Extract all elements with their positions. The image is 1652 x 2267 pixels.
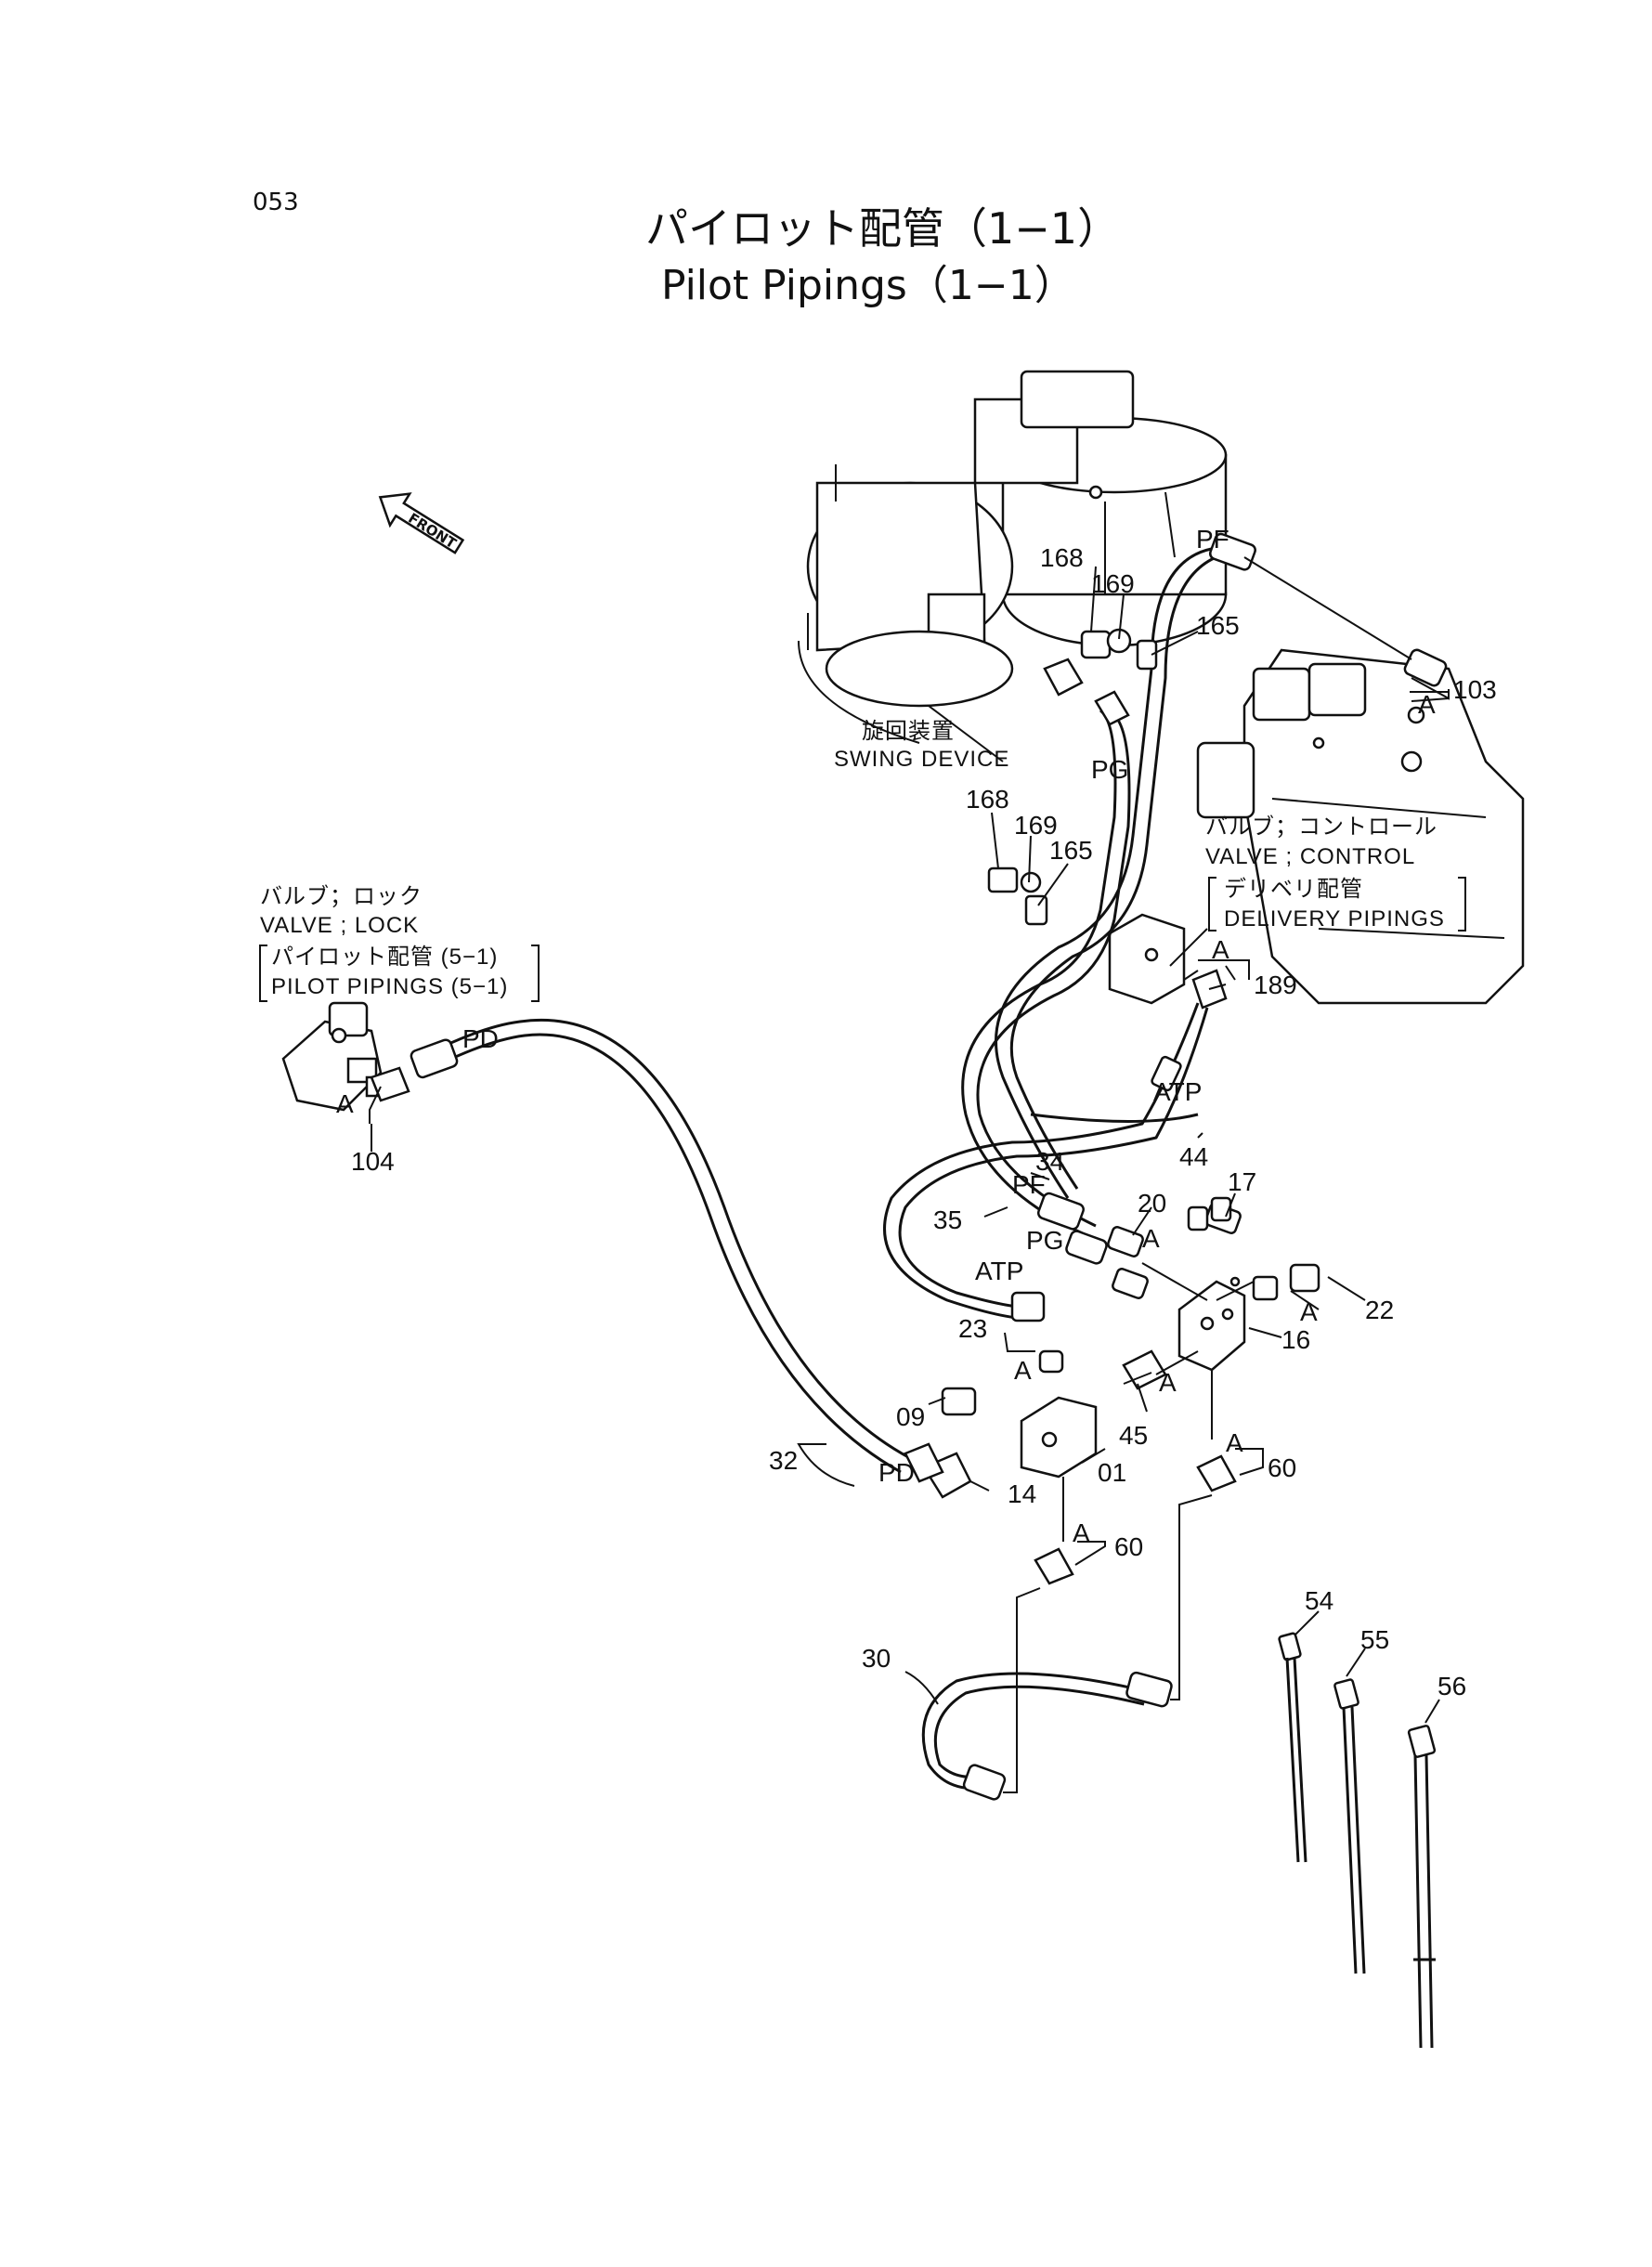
cable-ties — [1278, 1632, 1437, 2049]
port-atp-top: ATP — [1153, 1077, 1202, 1106]
part-56: 56 — [1437, 1672, 1466, 1700]
part-22: 22 — [1365, 1296, 1394, 1324]
detail-a-60-left: A — [1073, 1518, 1090, 1547]
port-pf-mid: PF — [1012, 1170, 1046, 1199]
title-english: Pilot Pipings（1−1） — [661, 262, 1075, 309]
part-17: 17 — [1228, 1167, 1256, 1196]
detail-a-23: A — [1014, 1356, 1032, 1385]
leader-lines — [369, 566, 1450, 1724]
part-103: 103 — [1453, 675, 1497, 704]
lock-valve-ref-en: PILOT PIPINGS (5−1) — [271, 974, 508, 999]
detail-a-20: A — [1142, 1224, 1160, 1253]
part-55: 55 — [1360, 1625, 1389, 1654]
detail-a-22: A — [1300, 1297, 1318, 1326]
detail-a-103: A — [1418, 690, 1436, 719]
swing-device-en: SWING DEVICE — [834, 747, 1009, 772]
port-atp-mid: ATP — [975, 1257, 1023, 1285]
lock-valve-callout: バルブ；ロック VALVE ; LOCK パイロット配管 (5−1) PILOT… — [259, 884, 540, 1002]
part-23: 23 — [958, 1314, 987, 1343]
title-japanese: パイロット配管（1−1） — [645, 203, 1120, 254]
hose-assembly — [426, 546, 1231, 1791]
front-arrow-icon: FRONT — [378, 492, 465, 554]
part-44: 44 — [1179, 1142, 1208, 1171]
detail-a-45: A — [1159, 1368, 1177, 1397]
lock-valve-en: VALVE ; LOCK — [260, 913, 419, 938]
control-valve-ref-en: DELIVERY PIPINGS — [1224, 906, 1445, 932]
part-104: 104 — [351, 1147, 395, 1176]
part-35: 35 — [933, 1205, 962, 1234]
lock-valve-jp: バルブ；ロック — [260, 884, 423, 909]
part-20: 20 — [1138, 1189, 1166, 1218]
control-valve-callout: バルブ；コントロール VALVE ; CONTROL デリベリ配管 DELIVE… — [1205, 814, 1466, 932]
lock-valve-ref-jp: パイロット配管 (5−1) — [271, 945, 498, 970]
part-189: 189 — [1254, 971, 1297, 999]
part-169-top: 169 — [1091, 569, 1135, 598]
port-pd-top: PD — [462, 1024, 499, 1053]
front-label: FRONT — [405, 510, 460, 553]
part-16: 16 — [1281, 1325, 1310, 1354]
part-169-mid: 169 — [1014, 811, 1058, 840]
control-valve-drawing — [1196, 648, 1525, 1005]
detail-a-189: A — [1212, 935, 1229, 964]
fittings — [370, 532, 1448, 1801]
part-60-left: 60 — [1114, 1532, 1143, 1561]
page-number: 053 — [253, 189, 299, 216]
detail-marks: A A A A A A A A A — [336, 690, 1436, 1547]
part-168-mid: 168 — [966, 785, 1009, 814]
connection-lines — [1003, 556, 1412, 1793]
swing-device-jp: 旋回装置 — [862, 719, 955, 744]
detail-a-60-right: A — [1226, 1428, 1243, 1457]
part-09: 09 — [896, 1402, 925, 1431]
control-valve-en: VALVE ; CONTROL — [1205, 844, 1415, 869]
part-30: 30 — [862, 1644, 891, 1673]
part-01: 01 — [1098, 1458, 1126, 1487]
part-165-mid: 165 — [1049, 836, 1093, 865]
detail-a-104: A — [336, 1089, 354, 1118]
port-pd-bot: PD — [878, 1458, 915, 1487]
port-pg-mid: PG — [1026, 1226, 1063, 1255]
part-45: 45 — [1119, 1421, 1148, 1450]
port-pg-top: PG — [1091, 755, 1128, 784]
part-14: 14 — [1008, 1479, 1036, 1508]
part-168-top: 168 — [1040, 543, 1084, 572]
port-pf-top: PF — [1196, 525, 1229, 554]
part-32: 32 — [769, 1446, 798, 1475]
part-54: 54 — [1305, 1586, 1333, 1615]
sub-valve-block — [1108, 913, 1186, 1005]
part-60-right: 60 — [1268, 1453, 1296, 1482]
part-165-top: 165 — [1196, 611, 1240, 640]
control-valve-ref-jp: デリベリ配管 — [1224, 877, 1363, 902]
swing-device-drawing — [798, 370, 1228, 762]
part-numbers: 168 169 165 103 168 169 165 189 104 44 3… — [351, 543, 1497, 1700]
part-34: 34 — [1035, 1147, 1064, 1176]
swing-device-callout: 旋回装置 SWING DEVICE — [834, 719, 1009, 772]
control-valve-jp: バルブ；コントロール — [1205, 814, 1437, 840]
